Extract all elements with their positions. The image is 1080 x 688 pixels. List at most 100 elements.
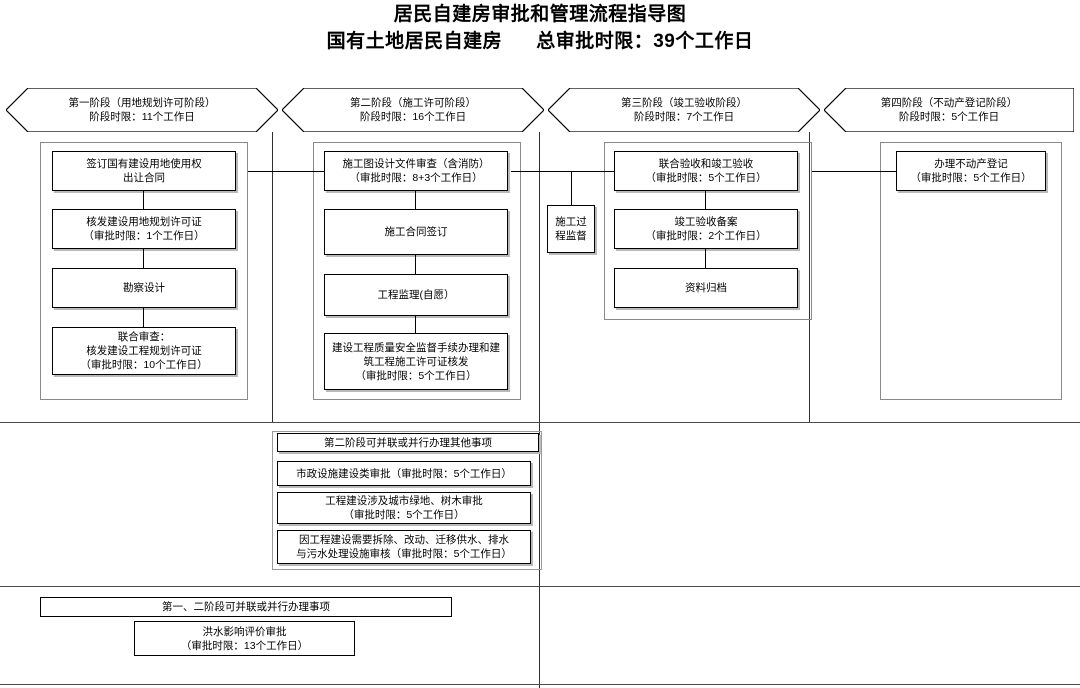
step-box-s1-4-line3: （审批时限：10个工作日） <box>80 359 208 371</box>
stage-2-limit: 阶段时限：16个工作日 <box>359 111 467 123</box>
parallel-stage12-item-1: 洪水影响评价审批 （审批时限：13个工作日） <box>134 621 355 656</box>
column-separator-2 <box>539 132 540 688</box>
step-box-s3-2: 竣工验收备案 （审批时限：2个工作日） <box>614 209 798 249</box>
supervision-line2: 程监督 <box>555 230 587 242</box>
step-box-s3-3-line1: 资料归档 <box>685 282 727 294</box>
stage-1-group-frame <box>40 142 248 400</box>
stage-2-name: 第二阶段（施工许可阶段） <box>350 97 476 109</box>
step-box-s1-4-line1: 联合审查： <box>117 331 171 343</box>
stage-header-4: 第四阶段（不动产登记阶段） 阶段时限：5个工作日 <box>824 88 1074 132</box>
title-line-1: 居民自建房审批和管理流程指导图 <box>393 4 687 25</box>
parallel-stage2-frame <box>272 431 542 570</box>
step-box-s3-1-line2: （审批时限：5个工作日） <box>645 172 767 184</box>
column-separator-1 <box>272 132 273 422</box>
stage-header-4-text: 第四阶段（不动产登记阶段） 阶段时限：5个工作日 <box>855 96 1044 124</box>
chevron-shape-icon <box>282 88 544 132</box>
stage-header-2-text: 第二阶段（施工许可阶段） 阶段时限：16个工作日 <box>324 96 502 124</box>
connector-s1-1-2 <box>143 191 144 209</box>
chevron-shape-icon <box>6 88 278 132</box>
title-total-limit: 总审批时限：39个工作日 <box>536 31 754 52</box>
stage-header-1-text: 第一阶段（用地规划许可阶段） 阶段时限：11个工作日 <box>43 96 242 124</box>
parallel-stage2-header-text: 第二阶段可并联或并行办理其他事项 <box>324 436 492 449</box>
connector-s1-2-3 <box>143 249 144 268</box>
title-subject: 国有土地居民自建房 <box>326 31 503 52</box>
step-box-s3-2-line1: 竣工验收备案 <box>674 216 738 228</box>
stage-2-group-frame <box>313 142 521 400</box>
section-divider-3 <box>0 684 1080 685</box>
stage-4-group-frame <box>880 142 1062 400</box>
step-box-s2-3-line1: 工程监理(自愿） <box>377 289 455 301</box>
page-title: 居民自建房审批和管理流程指导图 国有土地居民自建房 总审批时限：39个工作日 <box>0 2 1080 56</box>
step-box-s3-2-line2: （审批时限：2个工作日） <box>645 230 767 242</box>
step-box-s1-3: 勘察设计 <box>52 268 236 308</box>
step-box-s3-3: 资料归档 <box>614 268 798 308</box>
step-box-s4-1-line2: （审批时限：5个工作日） <box>910 172 1032 184</box>
connector-s1-3-4 <box>143 308 144 327</box>
parallel-stage2-header: 第二阶段可并联或并行办理其他事项 <box>277 433 539 452</box>
parallel-stage2-item-1: 市政设施建设类审批（审批时限：5个工作日） <box>277 461 531 486</box>
chevron-shape-icon <box>548 88 820 132</box>
connector-s3-1-2 <box>705 191 706 209</box>
connector-s2-1-2 <box>415 191 416 209</box>
step-box-s2-4: 建设工程质量安全监督手续办理和建 筑工程施工许可证核发 （审批时限：5个工作日） <box>324 333 508 390</box>
chevron-shape-icon <box>824 88 1074 132</box>
stage-header-2: 第二阶段（施工许可阶段） 阶段时限：16个工作日 <box>282 88 544 132</box>
section-divider-1 <box>0 422 1080 423</box>
step-box-s2-1: 施工图设计文件审查（含消防） （审批时限：8+3个工作日） <box>324 151 508 191</box>
step-box-s1-1-line2: 出让合同 <box>123 172 165 184</box>
parallel-stage12-header-text: 第一、二阶段可并联或并行办理事项 <box>162 601 330 613</box>
section-divider-2 <box>0 586 1080 587</box>
step-box-s1-4: 联合审查： 核发建设工程规划许可证 （审批时限：10个工作日） <box>52 327 236 375</box>
stage-4-limit: 阶段时限：5个工作日 <box>898 111 1000 123</box>
step-box-s2-3: 工程监理(自愿） <box>324 274 508 316</box>
stage-4-name: 第四阶段（不动产登记阶段） <box>880 97 1018 109</box>
connector-stage3-to-stage4 <box>812 171 896 172</box>
step-box-s1-2-line2: （审批时限：1个工作日） <box>83 230 205 242</box>
parallel-stage2-item-2: 工程建设涉及城市绿地、树木审批 （审批时限：5个工作日） <box>277 492 531 524</box>
step-box-s1-1: 签订国有建设用地使用权 出让合同 <box>52 151 236 191</box>
step-box-s2-1-line1: 施工图设计文件审查（含消防） <box>342 158 490 170</box>
step-box-s2-1-line2: （审批时限：8+3个工作日） <box>349 172 483 184</box>
step-box-s1-1-line1: 签订国有建设用地使用权 <box>86 158 202 170</box>
connector-to-supervision <box>571 171 572 205</box>
parallel-stage2-item-1-line1: 市政设施建设类审批（审批时限：5个工作日） <box>296 467 512 480</box>
stage-header-3-text: 第三阶段（竣工验收阶段） 阶段时限：7个工作日 <box>595 96 773 124</box>
stage-header-1: 第一阶段（用地规划许可阶段） 阶段时限：11个工作日 <box>6 88 278 132</box>
connector-stage1-to-stage2 <box>248 171 324 172</box>
connector-s3-2-3 <box>705 249 706 268</box>
parallel-stage12-header: 第一、二阶段可并联或并行办理事项 <box>40 597 452 617</box>
connector-stage2-to-stage3 <box>511 171 614 172</box>
step-box-s3-1: 联合验收和竣工验收 （审批时限：5个工作日） <box>614 151 798 191</box>
step-box-s4-1: 办理不动产登记 （审批时限：5个工作日） <box>896 151 1046 191</box>
step-box-s2-4-line1: 建设工程质量安全监督手续办理和建 <box>332 341 500 354</box>
stage-1-limit: 阶段时限：11个工作日 <box>89 111 195 123</box>
stage-3-limit: 阶段时限：7个工作日 <box>633 111 735 123</box>
connector-s2-2-3 <box>415 255 416 274</box>
connector-s2-3-4 <box>415 316 416 333</box>
parallel-stage2-item-2-line2: （审批时限：5个工作日） <box>343 509 465 521</box>
step-box-s3-1-line1: 联合验收和竣工验收 <box>658 158 754 170</box>
parallel-stage12-item-1-line2: （审批时限：13个工作日） <box>180 639 309 652</box>
parallel-stage2-item-3: 因工程建设需要拆除、改动、迁移供水、排水 与污水处理设施审核（审批时限：5个工作… <box>277 530 531 564</box>
step-box-s1-3-line1: 勘察设计 <box>123 282 165 294</box>
stage-header-3: 第三阶段（竣工验收阶段） 阶段时限：7个工作日 <box>548 88 820 132</box>
stage-1-name: 第一阶段（用地规划许可阶段） <box>68 97 216 109</box>
stage-3-group-frame <box>604 142 812 320</box>
supervision-line1: 施工过 <box>555 216 587 228</box>
step-box-s2-2-line1: 施工合同签订 <box>384 226 448 238</box>
step-box-s2-4-line3: （审批时限：5个工作日） <box>355 369 477 382</box>
column-separator-3 <box>809 132 810 422</box>
step-box-s2-2: 施工合同签订 <box>324 209 508 255</box>
parallel-stage2-item-3-line2: 与污水处理设施审核（审批时限：5个工作日） <box>296 548 512 560</box>
supervision-box: 施工过 程监督 <box>547 205 595 253</box>
step-box-s2-4-line2: 筑工程施工许可证核发 <box>363 355 469 368</box>
parallel-stage2-item-2-line1: 工程建设涉及城市绿地、树木审批 <box>325 495 483 507</box>
step-box-s1-2: 核发建设用地规划许可证 （审批时限：1个工作日） <box>52 209 236 249</box>
parallel-stage12-item-1-line1: 洪水影响评价审批 <box>202 625 287 638</box>
parallel-stage2-item-3-line1: 因工程建设需要拆除、改动、迁移供水、排水 <box>299 534 509 546</box>
stage-3-name: 第三阶段（竣工验收阶段） <box>621 97 747 109</box>
step-box-s1-4-line2: 核发建设工程规划许可证 <box>86 345 202 357</box>
title-line-2: 国有土地居民自建房 总审批时限：39个工作日 <box>0 28 1080 56</box>
step-box-s1-2-line1: 核发建设用地规划许可证 <box>86 216 202 228</box>
